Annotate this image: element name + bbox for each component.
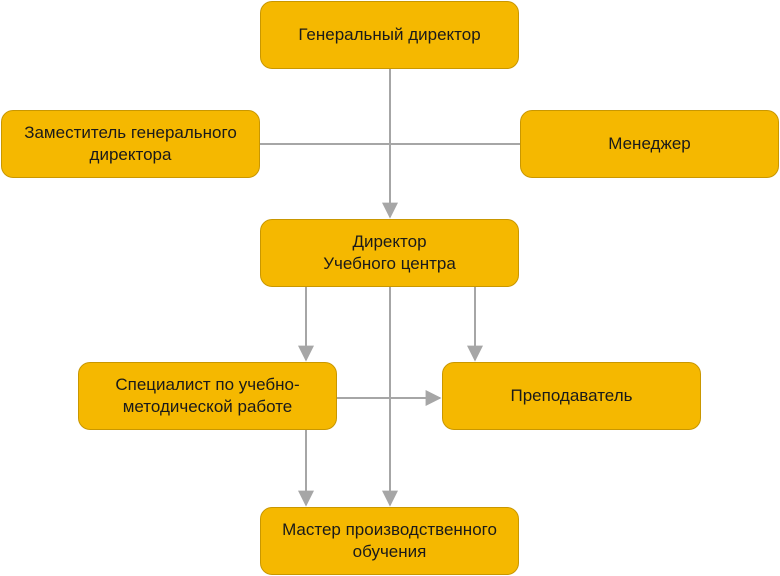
training-center-director-box: Директор Учебного центра [260, 219, 519, 287]
general-director-box: Генеральный директор [260, 1, 519, 69]
deputy-general-director-box: Заместитель генерального директора [1, 110, 260, 178]
teacher-box: Преподаватель [442, 362, 701, 430]
vocational-master-box: Мастер производственного обучения [260, 507, 519, 575]
methodology-specialist-box: Специалист по учебно- методической работ… [78, 362, 337, 430]
manager-box: Менеджер [520, 110, 779, 178]
